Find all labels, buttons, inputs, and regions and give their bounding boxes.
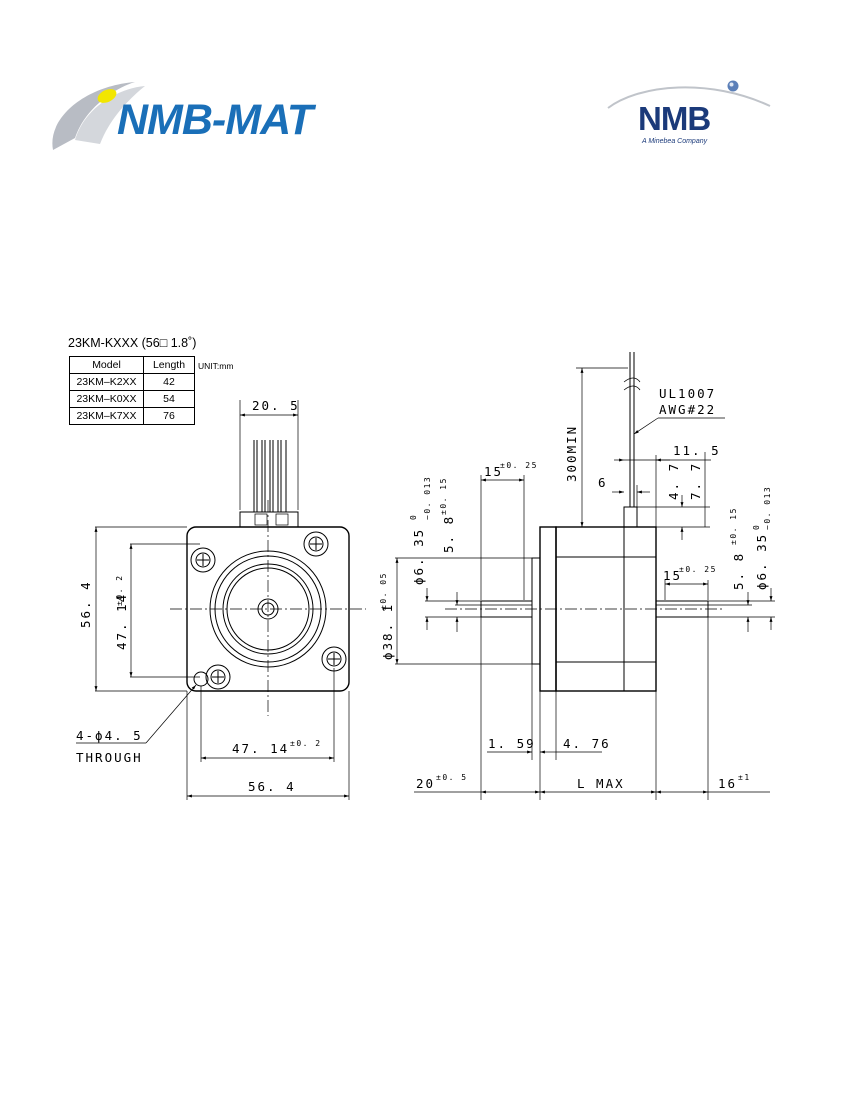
dim-connector-width: 20. 5 [252, 398, 300, 413]
dim-lead-length: 300MIN [564, 425, 579, 482]
dim-hole-pitch-horizontal: 47. 14 [232, 741, 289, 756]
connector-housing [239, 511, 299, 528]
dim-rear-shaft-dia-upper: 0 [752, 524, 761, 530]
dim-mount-holes: 4-ϕ4. 5 [76, 728, 143, 743]
dim-rear-flat: 15 [663, 568, 682, 583]
dim-hole-pitch-horizontal-tol: ±0. 2 [290, 739, 322, 748]
dim-hole-pitch-vertical-tol: ±0. 2 [115, 574, 124, 606]
dim-front-shaft-dia: ϕ6. 35 [411, 528, 426, 585]
lead-wires [253, 440, 287, 512]
table-row: 23KM–K7XX 76 [69, 407, 195, 425]
dim-rear-shaft-length-tol: ±1 [738, 773, 751, 782]
dim-through-label: THROUGH [76, 750, 143, 765]
dim-front-shaft-dia-tol: −0. 013 [423, 476, 432, 520]
model-length-table: Model Length 23KM–K2XX 42 23KM–K0XX 54 2… [69, 356, 195, 425]
nmb-mat-logo: NMB-MAT [52, 82, 318, 150]
dim-front-flat: 15 [484, 464, 503, 479]
nmb-logo-tagline: A Minebea Company [641, 138, 708, 145]
pilot [531, 557, 541, 665]
dim-pilot-dia-tol: ±0. 05 [379, 572, 388, 610]
dim-rear-d-cut: 5. 8 [731, 552, 746, 590]
dim-rear-flat-tol: ±0. 25 [679, 565, 717, 574]
nmb-logo: NMB A Minebea Company [607, 80, 771, 145]
dim-6: 6 [598, 475, 608, 490]
unit-label: UNIT:mm [198, 361, 234, 371]
dim-flange-thickness: 4. 76 [563, 736, 611, 751]
model-cell: 23KM–K2XX [69, 373, 144, 391]
dim-rear-shaft-dia: ϕ6. 35 [754, 533, 769, 590]
dim-pilot-height: 1. 59 [488, 736, 536, 751]
side-view: 300MIN UL1007 AWG#22 11. 5 6 4. 7 7. 7 1… [379, 352, 775, 800]
dim-front-d-cut-tol: ±0. 15 [439, 477, 448, 515]
dim-11-5: 11. 5 [673, 443, 721, 458]
dim-square-width: 56. 4 [248, 779, 296, 794]
dim-4-7: 4. 7 [666, 462, 681, 500]
dim-front-shaft-dia-upper: 0 [409, 514, 418, 520]
dim-rear-shaft-dia-tol: −0. 013 [763, 486, 772, 530]
dim-pilot-dia: ϕ38. 1 [380, 603, 395, 660]
dim-front-shaft-length-tol: ±0. 5 [436, 773, 468, 782]
nmb-logo-text: NMB [638, 100, 710, 137]
model-cell: 23KM–K7XX [69, 407, 144, 425]
lead-spec-ul: UL1007 [659, 386, 716, 401]
dim-body-length: L MAX [577, 776, 625, 791]
dim-front-shaft-length: 20 [416, 776, 435, 791]
dim-square-height: 56. 4 [78, 580, 93, 628]
mounting-hole [205, 664, 231, 690]
mounting-hole [321, 646, 347, 672]
dim-rear-d-cut-tol: ±0. 15 [729, 507, 738, 545]
dim-hole-pitch-vertical: 47. 14 [114, 593, 129, 650]
dim-7-7: 7. 7 [688, 462, 703, 500]
column-header-length: Length [143, 356, 195, 374]
lead-exit [623, 506, 638, 528]
lead-spec-awg: AWG#22 [659, 402, 716, 417]
length-cell: 76 [143, 407, 195, 425]
model-series-title: 23KM-KXXX (56□ 1.8˚) [68, 336, 197, 350]
mounting-hole [303, 531, 329, 557]
nmb-mat-logo-text: NMB-MAT [117, 96, 317, 144]
mounting-hole [190, 547, 216, 573]
front-view: 20. 5 56. 4 47. 14 ±0. 2 47. 14 ±0. 2 56… [76, 398, 366, 800]
table-header-row: Model Length [69, 356, 195, 374]
dim-front-d-cut: 5. 8 [441, 515, 456, 553]
dim-front-flat-tol: ±0. 25 [500, 461, 538, 470]
dim-rear-shaft-length: 16 [718, 776, 737, 791]
